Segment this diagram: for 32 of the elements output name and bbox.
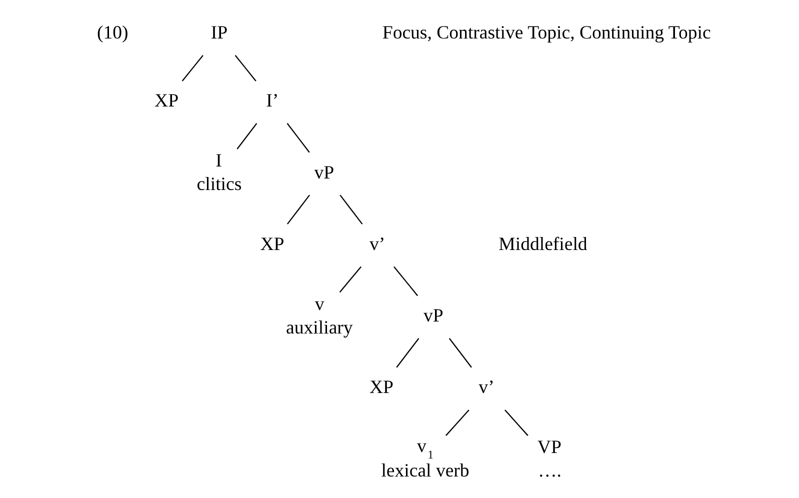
node-text: I’ [266, 90, 278, 112]
connector [504, 410, 528, 436]
node-text: I [215, 150, 222, 172]
node-text: VP [536, 437, 561, 458]
node-label: auxiliary [286, 317, 352, 338]
connector [181, 54, 203, 82]
node-label: lexical verb [380, 460, 469, 482]
connector [393, 266, 418, 296]
connector [286, 194, 310, 224]
node-text: v$_{1}$ [416, 436, 433, 462]
node-text: XP [368, 377, 393, 398]
node-text: XP [260, 234, 284, 255]
connector [396, 338, 419, 368]
node-text: v’ [478, 377, 494, 398]
connector [445, 410, 469, 436]
node-text: vP [314, 162, 334, 184]
node-text: XP [154, 90, 178, 112]
node-text: IP [210, 22, 228, 44]
connector [286, 123, 310, 153]
label: (10) [96, 22, 128, 44]
connector [338, 266, 361, 293]
node-text: vP [422, 306, 443, 327]
connector [448, 338, 472, 368]
node-text: v’ [368, 234, 385, 255]
node-text: v [314, 294, 324, 315]
connector [236, 123, 257, 150]
node-label: …. [538, 460, 561, 482]
node-label: clitics [196, 174, 242, 196]
label: Middlefield [498, 234, 587, 255]
label: Focus, Contrastive Topic, Continuing Topic [382, 22, 710, 44]
connector [339, 194, 362, 224]
connector [234, 54, 256, 82]
